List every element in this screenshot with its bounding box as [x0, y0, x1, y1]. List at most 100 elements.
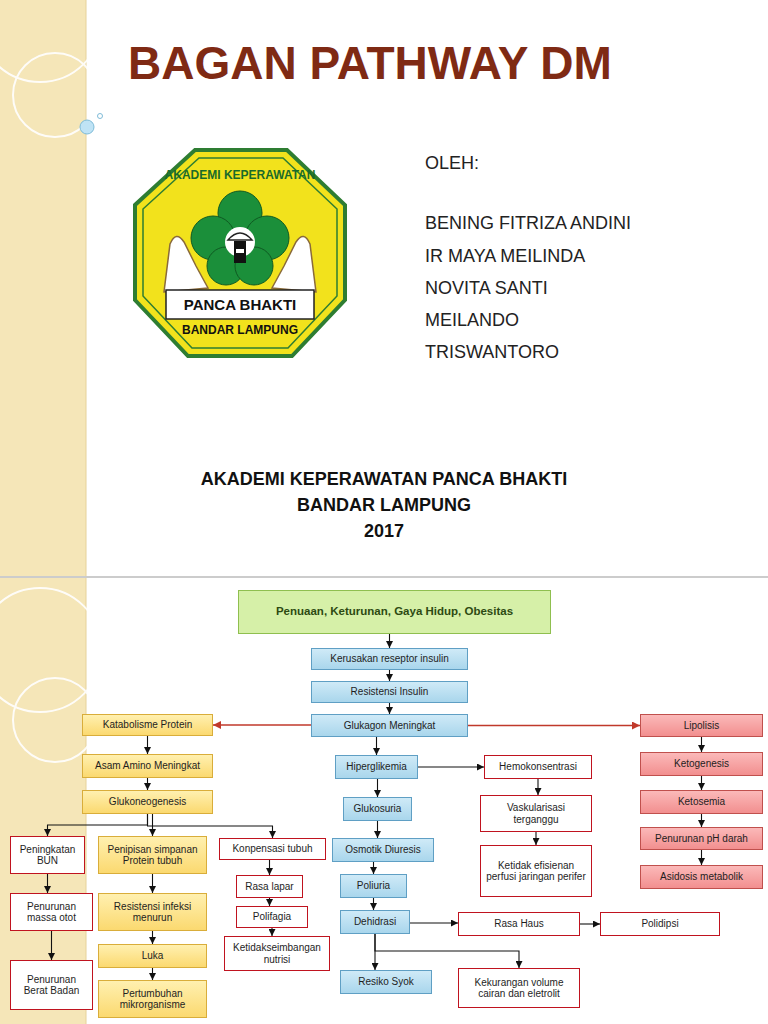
box-text: Penurunan massa otot: [15, 901, 88, 924]
box-text: Hemokonsentrasi: [499, 761, 577, 773]
box-text: Asidosis metabolik: [660, 871, 743, 883]
box-text: Resistensi infeksi menurun: [103, 901, 202, 924]
outcome-box: Penurunan massa otot: [10, 893, 93, 931]
box-text: Ketosemia: [678, 796, 725, 808]
flow-arrow: [269, 898, 270, 906]
decor-circles: [0, 0, 102, 762]
institution-name: AKADEMI KEPERAWATAN PANCA BHAKTI: [34, 469, 734, 491]
flow-arrow: [148, 814, 273, 838]
box-text: Vaskularisasi terganggu: [485, 802, 587, 825]
outcome-box: Kekurangan volume cairan dan eletrolit: [458, 968, 580, 1008]
flow-arrow: [410, 922, 458, 923]
box-text: Glukoneogenesis: [109, 796, 186, 808]
flow-arrow: [580, 923, 600, 924]
process-box: Resistensi Insulin: [311, 681, 468, 703]
flow-arrow: [152, 814, 153, 836]
box-text: Pertumbuhan mikrorganisme: [103, 988, 202, 1011]
box-text: Penurunan pH darah: [655, 833, 748, 845]
outcome-box: Konpensasi tubuh: [219, 838, 326, 860]
protein-path-box: Asam Amino Meningkat: [82, 754, 213, 778]
flow-arrow: [47, 874, 48, 893]
academy-logo: [135, 150, 345, 356]
side-stripe: [0, 578, 86, 1024]
box-text: Penuaan, Keturunan, Gaya Hidup, Obesitas: [276, 605, 513, 618]
box-text: Ketogenesis: [674, 758, 729, 770]
flow-arrow: [373, 898, 374, 910]
protein-path-box: Resistensi infeksi menurun: [98, 893, 207, 931]
process-box: Osmotik Diuresis: [332, 838, 434, 862]
outcome-box: Ketidak efisienan perfusi jaringan perif…: [480, 845, 592, 897]
outcome-box: Vaskularisasi terganggu: [480, 795, 592, 832]
flow-arrow: [377, 821, 378, 838]
author-name: MEILANDO: [425, 310, 755, 332]
flow-arrow: [152, 874, 153, 893]
logo-text: BANDAR LAMPUNG: [160, 323, 320, 337]
box-text: Ketidak efisienan perfusi jaringan perif…: [485, 860, 587, 883]
year-label: 2017: [34, 521, 734, 543]
lipid-path-box: Penurunan pH darah: [640, 827, 763, 850]
process-box: Poliuria: [340, 874, 407, 898]
lipid-path-box: Ketogenesis: [640, 752, 763, 776]
logo-text: PANCA BHAKTI: [166, 296, 314, 314]
flow-arrow: [147, 736, 148, 754]
lipid-path-box: Ketosemia: [640, 790, 763, 814]
flow-arrow: [147, 778, 148, 790]
box-text: Polifagia: [253, 911, 291, 923]
process-box: Dehidrasi: [340, 910, 410, 934]
box-text: Lipolisis: [684, 720, 720, 732]
flow-arrow: [271, 928, 272, 936]
box-text: Penurunan Berat Badan: [15, 974, 88, 997]
box-text: Ketidakseimbangan nutrisi: [229, 942, 325, 965]
protein-path-box: Penipisan simpanan Protein tubuh: [98, 836, 207, 874]
institution-name: BANDAR LAMPUNG: [34, 495, 734, 517]
process-box: Resiko Syok: [340, 970, 432, 994]
box-text: Poliuria: [357, 880, 390, 892]
box-text: Glukagon Meningkat: [344, 720, 436, 732]
flow-arrow: [152, 968, 153, 980]
flow-arrow: [375, 934, 519, 968]
flow-arrow: [376, 737, 377, 755]
process-box: Kerusakan reseptor insulin: [311, 648, 468, 670]
box-text: Konpensasi tubuh: [232, 843, 312, 855]
byline-label: OLEH:: [425, 153, 725, 175]
flow-arrow: [389, 634, 390, 648]
author-name: IR MAYA MEILINDA: [425, 246, 755, 268]
flow-arrow: [468, 725, 640, 727]
protein-path-box: Glukoneogenesis: [82, 790, 213, 814]
flow-arrow: [537, 779, 538, 795]
author-name: TRISWANTORO: [425, 342, 755, 364]
box-text: Resistensi Insulin: [351, 686, 429, 698]
decor-bubble: [80, 120, 94, 134]
author-name: BENING FITRIZA ANDINI: [425, 213, 755, 235]
box-text: Hiperglikemia: [346, 761, 407, 773]
outcome-box: Rasa Haus: [458, 912, 580, 936]
process-box: Glukagon Meningkat: [311, 714, 468, 737]
slide-separator: [0, 576, 768, 578]
box-text: Glukosuria: [354, 803, 402, 815]
box-text: Kekurangan volume cairan dan eletrolit: [463, 977, 575, 1000]
flow-arrow: [51, 931, 52, 960]
flow-arrow: [701, 814, 702, 827]
outcome-box: Rasa lapar: [236, 875, 303, 898]
outcome-box: Polidipsi: [600, 912, 720, 936]
protein-path-box: Pertumbuhan mikrorganisme: [98, 980, 207, 1018]
box-text: Resiko Syok: [358, 976, 414, 988]
flow-arrow: [701, 737, 702, 752]
lipid-path-box: Lipolisis: [640, 714, 763, 737]
outcome-box: Hemokonsentrasi: [484, 755, 592, 779]
outcome-box: Peningkatan BUN: [10, 836, 85, 874]
box-text: Katabolisme Protein: [103, 719, 193, 731]
flow-arrow: [701, 850, 702, 865]
flow-arrow: [48, 814, 148, 836]
process-box: Glukosuria: [343, 797, 412, 821]
outcome-box: Ketidakseimbangan nutrisi: [224, 936, 330, 971]
protein-path-box: Katabolisme Protein: [82, 714, 213, 736]
protein-path-box: Luka: [98, 944, 207, 968]
box-text: Luka: [142, 950, 164, 962]
outcome-box: Polifagia: [236, 906, 308, 928]
flow-arrow: [389, 670, 390, 681]
flow-arrow: [418, 766, 484, 767]
author-name: NOVITA SANTI: [425, 278, 755, 300]
lipid-path-box: Asidosis metabolik: [640, 865, 763, 889]
box-text: Rasa lapar: [245, 881, 293, 893]
